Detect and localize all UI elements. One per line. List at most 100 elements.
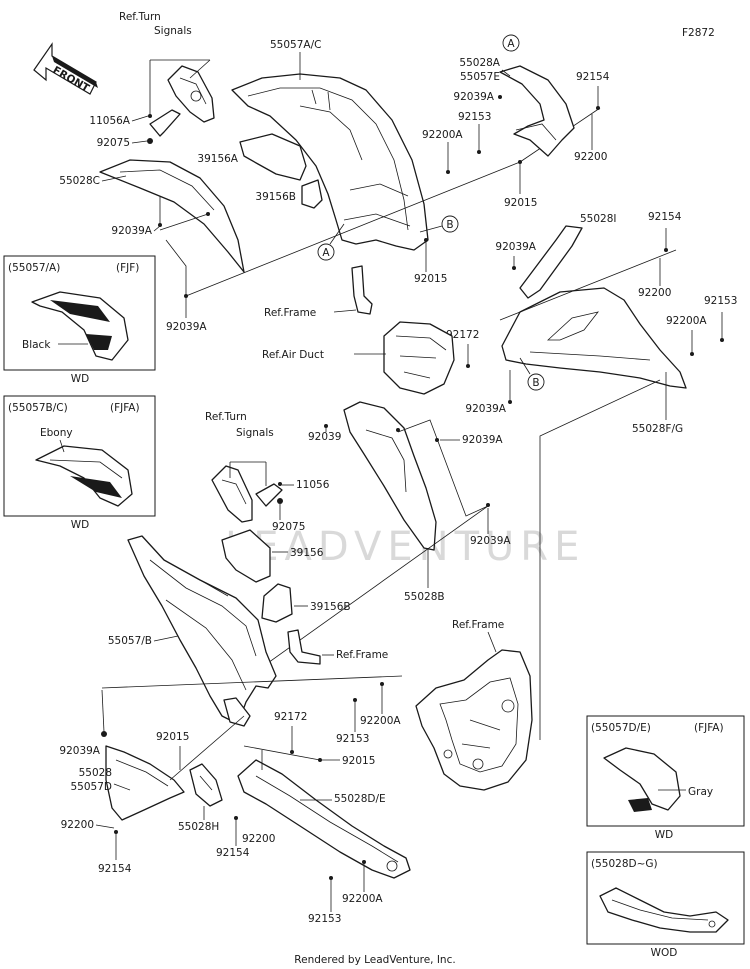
label-92200-upper: 92200: [574, 151, 607, 163]
svg-text:(FJFA): (FJFA): [694, 722, 724, 734]
svg-text:Ebony: Ebony: [40, 427, 73, 439]
label-92039: 92039: [308, 431, 341, 443]
label-55057e: 55057E: [460, 71, 500, 83]
label-11056: 11056: [296, 479, 330, 491]
svg-text:B: B: [446, 219, 453, 231]
label-92075-upper: 92075: [97, 137, 130, 149]
inset-55057bc: (55057B/C) (FJFA) Ebony: [3, 395, 156, 517]
label-92075-mid: 92075: [272, 521, 305, 533]
svg-text:(FJF): (FJF): [116, 262, 139, 274]
inner-panel-39156b-mid: [261, 583, 293, 623]
inset-55057de-note: WD: [655, 829, 673, 841]
label-92039a-center-2: 92039A: [470, 535, 511, 547]
frame-bracket-upper: [351, 265, 373, 315]
label-92039a-right-2: 92039A: [465, 403, 506, 415]
label-55057b: 55057/B: [108, 635, 152, 647]
label-92039a-upper-right: 92039A: [453, 91, 494, 103]
inset-55028dg: (55028D~G): [586, 851, 745, 945]
label-55028a: 55028A: [459, 57, 500, 69]
lower-panel-55028de: [237, 759, 411, 879]
svg-text:(55057/A): (55057/A): [8, 262, 60, 274]
frame-section: [415, 649, 533, 791]
figure-code: F2872: [682, 27, 715, 39]
ref-frame-lower-label: Ref.Frame: [452, 619, 504, 631]
label-55057d: 55057D: [71, 781, 113, 793]
inner-panel-39156: [221, 529, 271, 583]
upper-cowl-55057ac: [231, 73, 429, 251]
svg-text:(55057D/E): (55057D/E): [591, 722, 651, 734]
label-92172-lower: 92172: [274, 711, 307, 723]
bracket-55028i: [519, 225, 583, 299]
lower-bracket-55028h: [189, 763, 223, 807]
svg-text:(55028D~G): (55028D~G): [591, 858, 658, 870]
label-92015-lower-left: 92015: [156, 731, 189, 743]
callout-b-upper: [441, 215, 459, 233]
label-92154-upper: 92154: [576, 71, 610, 83]
label-92015-upper-right: 92015: [504, 197, 537, 209]
inner-panel-39156a: [239, 133, 307, 181]
label-92015-center: 92015: [414, 273, 447, 285]
turn-signal-bracket-mid: [211, 465, 283, 523]
label-92200-lower-left: 92200: [61, 819, 94, 831]
svg-text:(55057B/C): (55057B/C): [8, 402, 68, 414]
label-92154-lower-center: 92154: [216, 847, 250, 859]
lower-bracket-92015: [223, 697, 251, 727]
label-39156b-mid: 39156B: [310, 601, 351, 613]
label-92172-upper: 92172: [446, 329, 479, 341]
footer-credit: Rendered by LeadVenture, Inc.: [294, 954, 455, 966]
label-55057ac: 55057A/C: [270, 39, 321, 51]
inset-55028dg-note: WOD: [651, 947, 678, 959]
ref-turn-signals-upper-label: Ref.Turn: [119, 11, 161, 23]
label-39156a: 39156A: [197, 153, 238, 165]
label-92200a-lower: 92200A: [342, 893, 383, 905]
label-11056a: 11056A: [89, 115, 130, 127]
label-55028c: 55028C: [59, 175, 100, 187]
label-55028b: 55028B: [404, 591, 445, 603]
inset-55057a: (55057/A) (FJF) Black: [3, 255, 156, 371]
label-92015-lower-right: 92015: [342, 755, 375, 767]
inner-panel-55028b: [343, 401, 437, 551]
callout-a-lower: [317, 243, 335, 261]
svg-text:Gray: Gray: [688, 786, 713, 798]
label-92154-mid: 92154: [648, 211, 682, 223]
label-92153-center-low: 92153: [336, 733, 369, 745]
label-92200-mid: 92200: [638, 287, 671, 299]
label-92039a-center-1: 92039A: [462, 434, 503, 446]
watermark: LEADVENTURE: [225, 524, 585, 570]
label-55028de: 55028D/E: [334, 793, 386, 805]
inner-panel-39156b-upper: [301, 179, 323, 209]
side-panel-55028a: [499, 65, 575, 157]
svg-text:A: A: [322, 247, 330, 259]
svg-text:Black: Black: [22, 339, 51, 351]
frame-bracket-mid: [287, 629, 321, 665]
side-cowl-55057b: [127, 535, 277, 725]
label-92154-lower-left: 92154: [98, 863, 132, 875]
ref-frame-mid-label: Ref.Frame: [336, 649, 388, 661]
label-92039a-left-low: 92039A: [166, 321, 207, 333]
lower-panel-55028: [105, 745, 185, 821]
label-55028h: 55028H: [178, 821, 219, 833]
label-92039a-lower: 92039A: [59, 745, 100, 757]
label-92200a-center-low: 92200A: [360, 715, 401, 727]
label-92200a-mid: 92200A: [666, 315, 707, 327]
label-39156: 39156: [290, 547, 324, 559]
turn-signal-bracket-upper: [147, 65, 215, 144]
side-panel-55028fg: [501, 287, 687, 389]
label-92200-lower-center: 92200: [242, 833, 275, 845]
label-92153-lower: 92153: [308, 913, 341, 925]
inset-55057a-note: WD: [71, 373, 89, 385]
label-39156b-upper: 39156B: [255, 191, 296, 203]
label-92153-mid: 92153: [704, 295, 737, 307]
label-92153-upper: 92153: [458, 111, 491, 123]
label-55028i: 55028I: [580, 213, 617, 225]
ref-turn-signals-mid-label: Ref.Turn: [205, 411, 247, 423]
label-92039a-right-1: 92039A: [495, 241, 536, 253]
ref-turn-signals-mid-label-2: Signals: [236, 427, 274, 439]
label-92039a-left: 92039A: [111, 225, 152, 237]
front-arrow-icon: FRONT: [33, 42, 98, 95]
air-duct: [383, 321, 455, 395]
callout-a-upper: [502, 34, 520, 52]
callout-b-lower: [527, 373, 545, 391]
label-92200a-upper: 92200A: [422, 129, 463, 141]
